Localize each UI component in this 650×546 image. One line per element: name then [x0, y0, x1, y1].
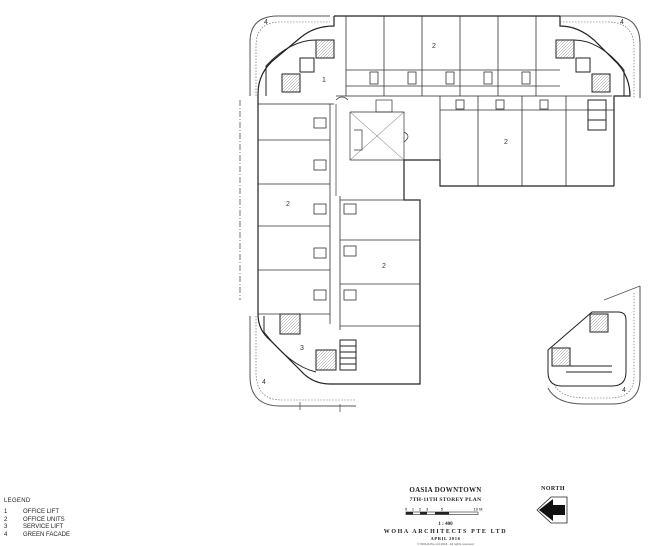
firm-name: WOHA ARCHITECTS PTE LTD	[383, 529, 508, 535]
legend-item-label: GREEN FACADE	[23, 531, 71, 538]
zone-label-office-units: 2	[432, 43, 436, 50]
lift-core-lower-right	[547, 311, 627, 387]
legend-item-label: OFFICE UNITS	[23, 516, 65, 523]
scale-tick-label: 10 M	[474, 507, 483, 512]
service-lift-core	[263, 313, 357, 373]
legend: LEGEND 1 OFFICE LIFT 2 OFFICE UNITS 3 SERVI…	[4, 498, 70, 539]
legend-item-number: 4	[4, 531, 8, 538]
units-top-row	[345, 16, 560, 96]
scale-tick-label: 2	[419, 507, 422, 512]
scale-tick-label: 1	[412, 507, 415, 512]
drawing-scale: 1 : 400	[438, 522, 453, 527]
legend-item-number: 2	[4, 516, 8, 523]
legend-item: 4 GREEN FACADE	[4, 532, 70, 539]
scale-tick-label: 3	[426, 507, 429, 512]
legend-item: 1 OFFICE LIFT	[4, 509, 70, 516]
north-label: NORTH	[541, 486, 565, 492]
title-block: OASIA DOWNTOWN 7TH-11TH STOREY PLAN 0 1 …	[383, 486, 508, 546]
zone-label-green-facade: 4	[622, 387, 626, 394]
legend-item: 2 OFFICE UNITS	[4, 517, 70, 524]
scale-tick-label: 5	[441, 507, 444, 512]
scale-bar: 0 1 2 3 5 10 M	[405, 507, 483, 515]
legend-item-label: SERVICE LIFT	[23, 524, 64, 531]
legend-item-number: 3	[4, 524, 8, 531]
legend-item-label: OFFICE LIFT	[23, 509, 59, 516]
units-center-column	[339, 196, 420, 330]
zone-label-office-units: 2	[286, 201, 290, 208]
scale-tick-label: 0	[405, 507, 408, 512]
zone-label-office-units: 2	[382, 263, 386, 270]
units-top-right-row	[439, 96, 614, 186]
corridor	[335, 96, 409, 196]
drawing-date: APRIL 2016	[430, 536, 461, 541]
north-arrow-icon	[536, 496, 568, 524]
legend-heading: LEGEND	[4, 498, 31, 504]
zone-label-office-lift: 1	[322, 77, 326, 84]
zone-label-service-lift: 3	[300, 345, 304, 352]
office-lift-core	[265, 39, 335, 96]
zone-label-green-facade: 4	[264, 19, 268, 26]
north-indicator: NORTH	[533, 486, 573, 531]
drawing-title: 7TH-11TH STOREY PLAN	[409, 497, 482, 503]
zone-label-green-facade: 4	[262, 379, 266, 386]
units-left-column	[258, 104, 331, 324]
legend-item: 3 SERVICE LIFT	[4, 524, 70, 531]
green-facade	[239, 15, 641, 412]
legend-item-number: 1	[4, 509, 8, 516]
zone-label-green-facade: 4	[620, 19, 624, 26]
zone-label-office-units: 2	[504, 139, 508, 146]
project-title: OASIA DOWNTOWN	[409, 486, 482, 494]
